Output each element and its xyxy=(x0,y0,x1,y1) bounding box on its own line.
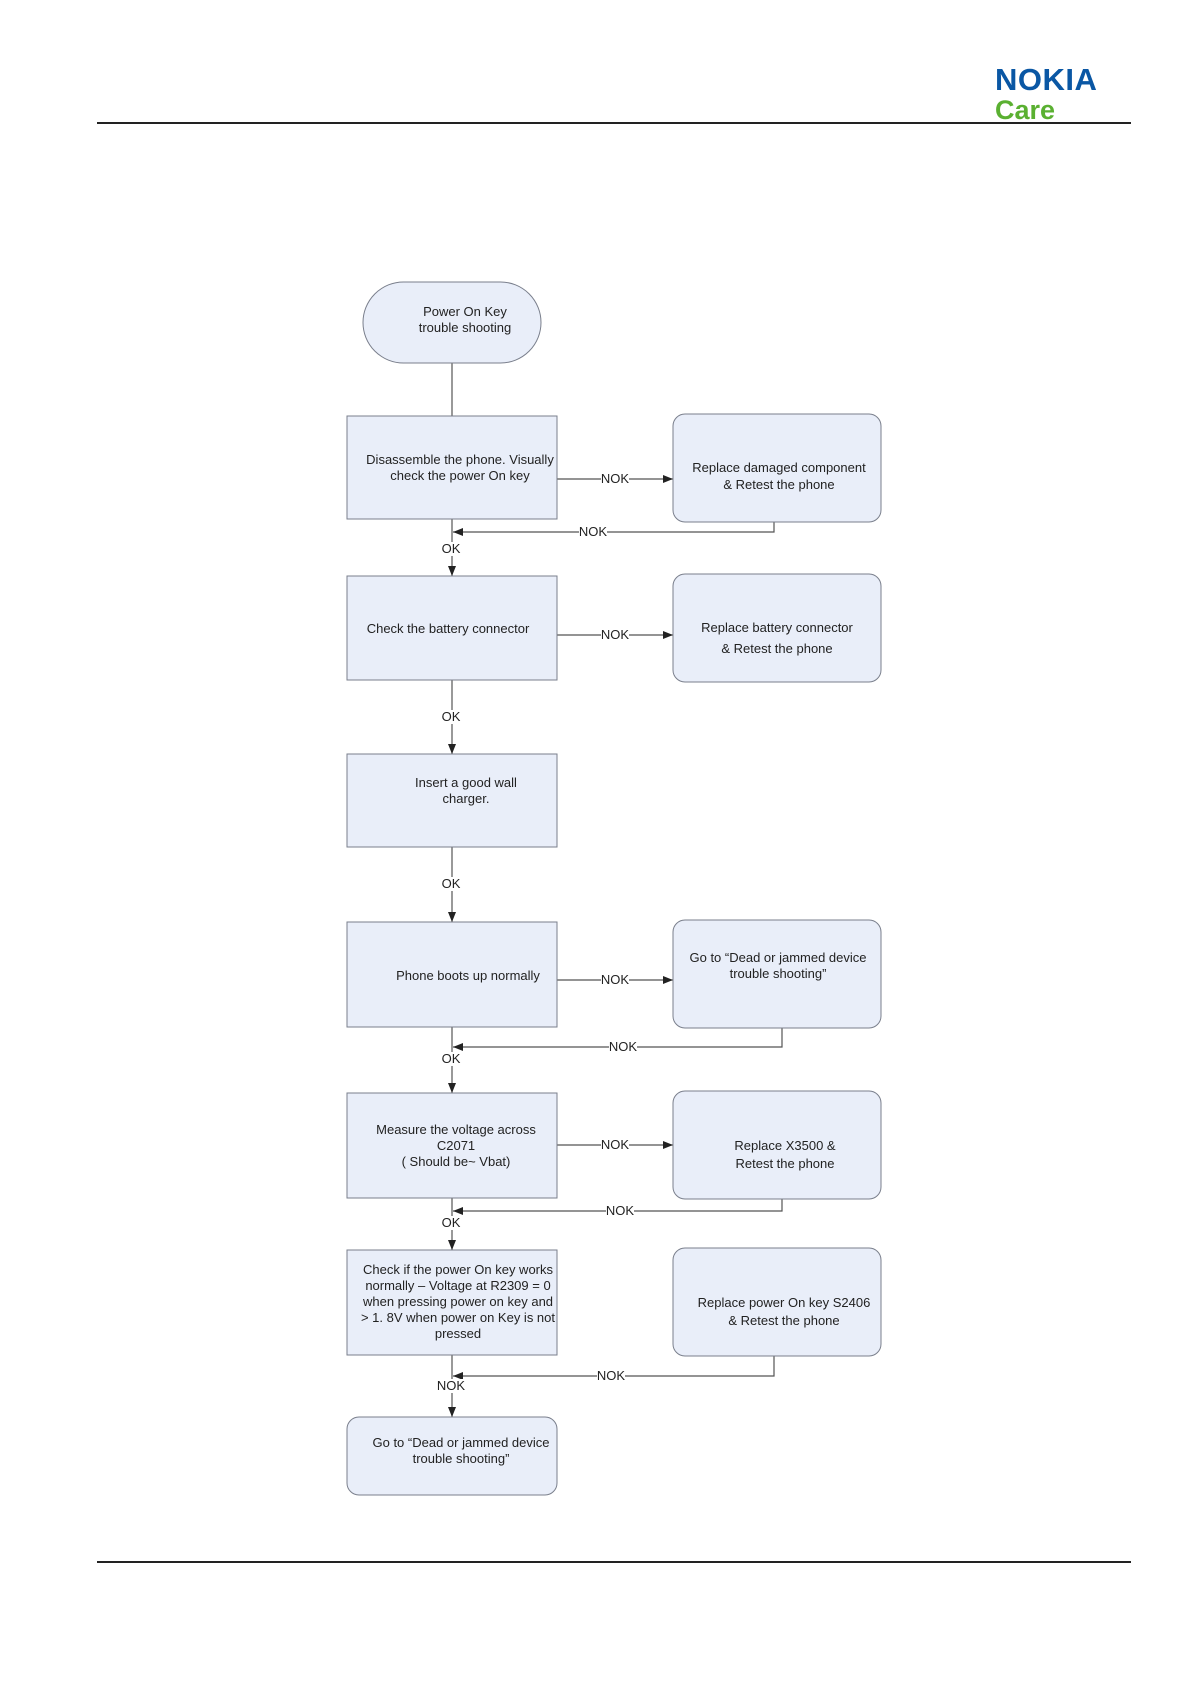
node-text-line: trouble shooting xyxy=(419,320,512,335)
node-text-line: Check if the power On key works xyxy=(363,1262,554,1277)
node-text-line: ( Should be~ Vbat) xyxy=(402,1154,511,1169)
node-text-line: & Retest the phone xyxy=(723,477,834,492)
edge-label-bg xyxy=(606,1204,634,1218)
footer-rule xyxy=(97,1561,1131,1563)
node-text-line: when pressing power on key and xyxy=(362,1294,553,1309)
logo-nokia: NOKIA xyxy=(995,62,1098,97)
node-text-line: Retest the phone xyxy=(735,1156,834,1171)
edge-label-boots-ok: OK xyxy=(442,1051,461,1066)
edge-label-bg xyxy=(441,542,461,556)
node-text-line: Power On Key xyxy=(423,304,507,319)
node-shape xyxy=(346,921,558,1028)
node-text-line: charger. xyxy=(443,791,490,806)
node-step-boots: Phone boots up normally xyxy=(346,921,558,1028)
edge-label-disassemble-ok: OK xyxy=(442,541,461,556)
node-shape xyxy=(346,1416,558,1496)
node-text-line: Go to “Dead or jammed device xyxy=(689,950,866,965)
node-shape xyxy=(346,753,558,848)
edge-label-bg xyxy=(441,877,461,891)
edge-label-component-return: NOK xyxy=(579,524,608,539)
node-shape xyxy=(346,1249,558,1356)
edge-label-bg xyxy=(597,1369,625,1383)
node-fix-component: Replace damaged component & Retest the ph… xyxy=(672,413,882,523)
node-text-line: Go to “Dead or jammed device xyxy=(372,1435,549,1450)
node-step-key: Check if the power On key worksnormally … xyxy=(346,1249,558,1356)
node-text-line: C2071 xyxy=(437,1138,475,1153)
edge-label-voltage-nok: NOK xyxy=(601,1137,630,1152)
edge-label-x3500-return: NOK xyxy=(606,1203,635,1218)
node-text-line: Disassemble the phone. Visually xyxy=(366,452,554,467)
node-text-line: Measure the voltage across xyxy=(376,1122,536,1137)
edge-label-bg xyxy=(601,973,629,987)
edge-label-bg xyxy=(609,1040,637,1054)
edge-label-bg xyxy=(441,1052,461,1066)
node-text-line: Replace damaged component xyxy=(692,460,866,475)
edge-label-battery-nok: NOK xyxy=(601,627,630,642)
node-text-line: trouble shooting” xyxy=(730,966,827,981)
node-shape xyxy=(672,1247,882,1357)
node-shape xyxy=(672,413,882,523)
edge-label-bg xyxy=(601,628,629,642)
edge-label-bg xyxy=(601,472,629,486)
node-text-line: Replace X3500 & xyxy=(734,1138,836,1153)
edge-dead1-return xyxy=(453,1028,783,1051)
node-text-line: Replace power On key S2406 xyxy=(698,1295,871,1310)
node-text-line: pressed xyxy=(435,1326,481,1341)
edge-label-bg xyxy=(601,1138,629,1152)
node-fix-battery: Replace battery connector & Retest the ph… xyxy=(672,573,882,683)
node-text-line: Check the battery connector xyxy=(367,621,530,636)
node-text-line: check the power On key xyxy=(390,468,530,483)
edge-label-voltage-ok: OK xyxy=(442,1215,461,1230)
header-rule xyxy=(97,122,1131,124)
node-shape xyxy=(362,281,542,364)
edge-label-bg xyxy=(437,1379,465,1393)
edge-key-return xyxy=(453,1356,775,1380)
node-fix-x3500: Replace X3500 & Retest the phone xyxy=(672,1090,882,1200)
edge-label-battery-ok: OK xyxy=(442,709,461,724)
node-fix-key: Replace power On key S2406 & Retest the p… xyxy=(672,1247,882,1357)
node-text-line: normally – Voltage at R2309 = 0 xyxy=(365,1278,550,1293)
node-shape xyxy=(346,575,558,681)
logo-care: Care xyxy=(995,95,1056,125)
node-shape xyxy=(672,573,882,683)
node-text-line: > 1. 8V when power on Key is not xyxy=(361,1310,555,1325)
node-text-line: & Retest the phone xyxy=(728,1313,839,1328)
edge-x3500-return xyxy=(453,1199,783,1215)
node-shape xyxy=(346,415,558,520)
edge-label-charger-ok: OK xyxy=(442,876,461,891)
edge-label-bg xyxy=(579,525,607,539)
node-shape xyxy=(672,1090,882,1200)
edge-label-dead1-return: NOK xyxy=(609,1039,638,1054)
node-text-line: & Retest the phone xyxy=(721,641,832,656)
node-shape xyxy=(346,1092,558,1199)
edge-label-disassemble-nok: NOK xyxy=(601,471,630,486)
nokia-care-logo: NOKIA Care xyxy=(995,62,1130,125)
node-text-line: Phone boots up normally xyxy=(396,968,540,983)
edge-label-bg xyxy=(441,710,461,724)
edge-label-boots-nok: NOK xyxy=(601,972,630,987)
node-step-battery: Check the battery connector xyxy=(346,575,558,681)
edge-label-key-return: NOK xyxy=(597,1368,626,1383)
edge-component-return xyxy=(453,522,775,536)
edge-label-key-nok: NOK xyxy=(437,1378,466,1393)
edge-label-bg xyxy=(441,1216,461,1230)
node-shape xyxy=(672,919,882,1029)
node-text-line: Replace battery connector xyxy=(701,620,853,635)
node-text-line: trouble shooting” xyxy=(413,1451,510,1466)
flowchart-edge-labels: NOK NOK OK NOK OK OK NOK NOK OK NOK NOK OK NOK NOK xyxy=(437,471,638,1393)
node-text-line: Insert a good wall xyxy=(415,775,517,790)
